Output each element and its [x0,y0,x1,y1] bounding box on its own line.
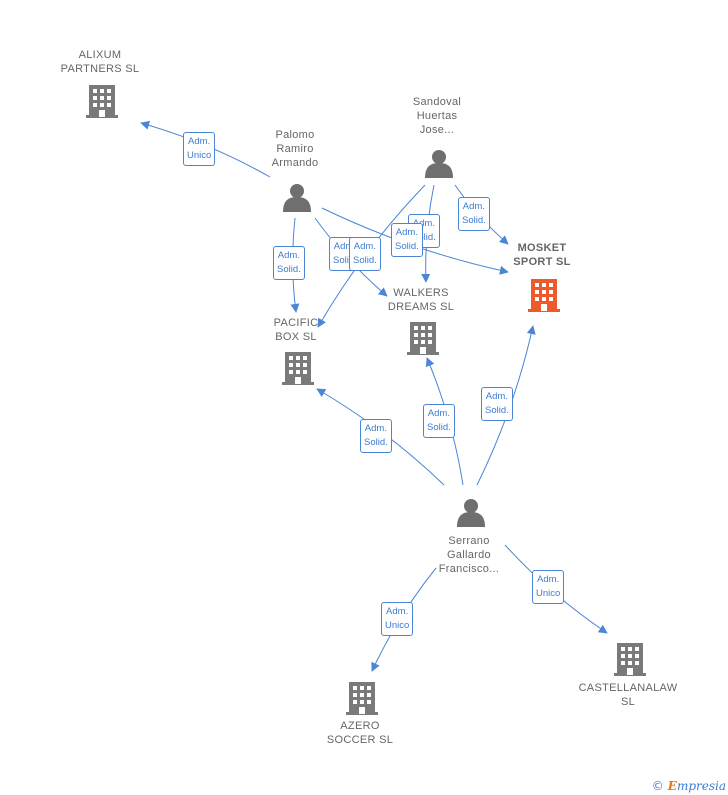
edge-label-serrano-to-castellanalaw[interactable]: Adm. Unico [532,570,565,604]
edge-label-sandoval-to-mosket[interactable]: Adm. Solid. [458,197,490,231]
sandoval-person-icon[interactable] [425,150,453,178]
edge-label-sandoval-to-walkers[interactable]: Adm. Solid. [391,223,423,257]
footer-brand: ©Empresia [652,779,726,793]
edge-label-serrano-to-pacific[interactable]: Adm. Solid. [360,419,392,453]
node-label-pacific[interactable]: PACIFIC BOX SL [273,317,319,343]
node-label-serrano[interactable]: Serrano Gallardo Francisco... [438,535,500,575]
node-label-castellanalaw[interactable]: CASTELLANALAW SL [578,682,678,708]
serrano-person-icon[interactable] [457,499,485,527]
node-label-mosket[interactable]: MOSKET SPORT SL [513,242,571,268]
edge-label-sandoval-to-pacific[interactable]: Adm. Solid. [349,237,381,271]
mosket-building-icon[interactable] [528,279,560,312]
edge-label-serrano-to-azero[interactable]: Adm. Unico [381,602,414,636]
alixum-building-icon[interactable] [86,85,118,118]
pacific-building-icon[interactable] [282,352,314,385]
brand-initial: E [667,779,677,793]
azero-building-icon[interactable] [346,682,378,715]
edge-label-palomo-to-alixum[interactable]: Adm. Unico [183,132,216,166]
edge-label-serrano-to-walkers[interactable]: Adm. Solid. [423,404,455,438]
edge-label-serrano-to-mosket[interactable]: Adm. Solid. [481,387,513,421]
node-label-palomo[interactable]: Palomo Ramiro Armando [271,129,319,169]
node-label-alixum[interactable]: ALIXUM PARTNERS SL [60,49,140,75]
palomo-person-icon[interactable] [283,184,311,212]
edge-label-palomo-to-pacific[interactable]: Adm. Solid. [273,246,305,280]
node-label-azero[interactable]: AZERO SOCCER SL [326,720,394,746]
nodes-layer [86,85,646,715]
brand-name: mpresia [676,779,726,793]
walkers-building-icon[interactable] [407,322,439,355]
node-label-walkers[interactable]: WALKERS DREAMS SL [387,287,455,313]
node-label-sandoval[interactable]: Sandoval Huertas Jose... [412,96,462,136]
copyright-icon: © [651,779,664,793]
castellanalaw-building-icon[interactable] [614,643,646,676]
